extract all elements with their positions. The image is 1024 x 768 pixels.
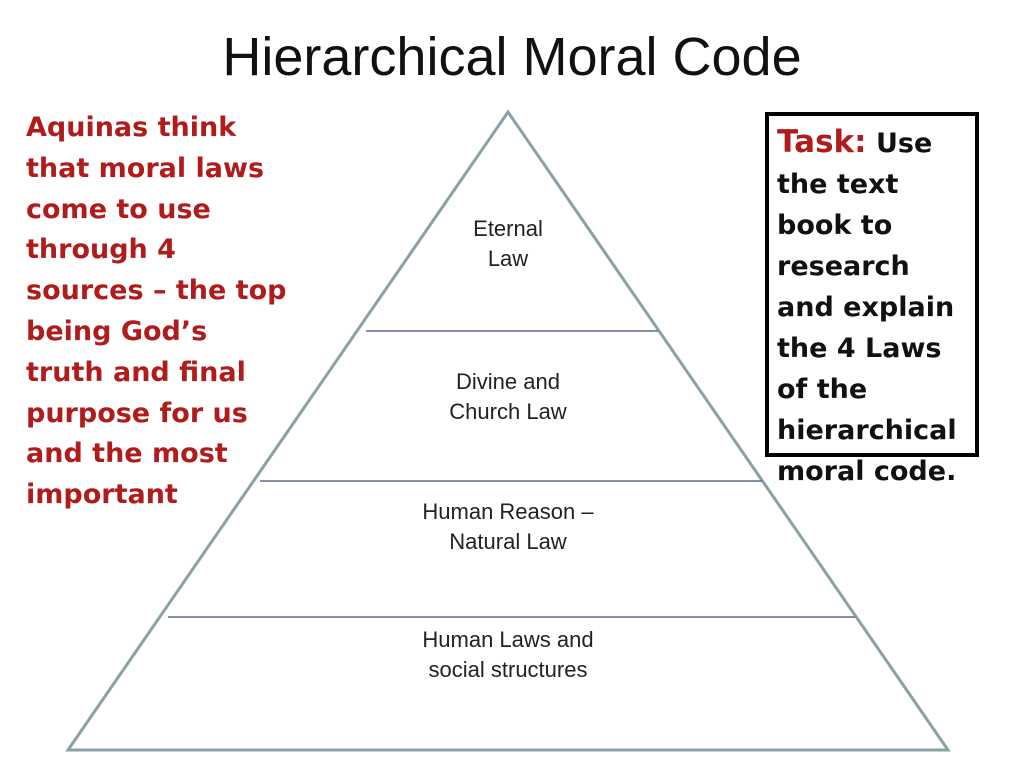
task-box (765, 112, 979, 457)
tier-eternal-law: Eternal Law (473, 216, 543, 271)
slide-title: Hierarchical Moral Code (222, 27, 802, 87)
pyramid-outline (65, 109, 951, 752)
task-label: Task: (777, 124, 867, 160)
tier-human-laws: Human Laws and social structures (422, 627, 594, 682)
task-text: Task: Use the text book to research and … (777, 122, 987, 492)
aquinas-note: Aquinas think that moral laws come to us… (26, 112, 287, 511)
task-body: Use the text book to research and explai… (777, 128, 957, 487)
tier-natural-law: Human Reason – Natural Law (422, 499, 594, 554)
tier-divine-church-law: Divine and Church Law (449, 369, 567, 424)
